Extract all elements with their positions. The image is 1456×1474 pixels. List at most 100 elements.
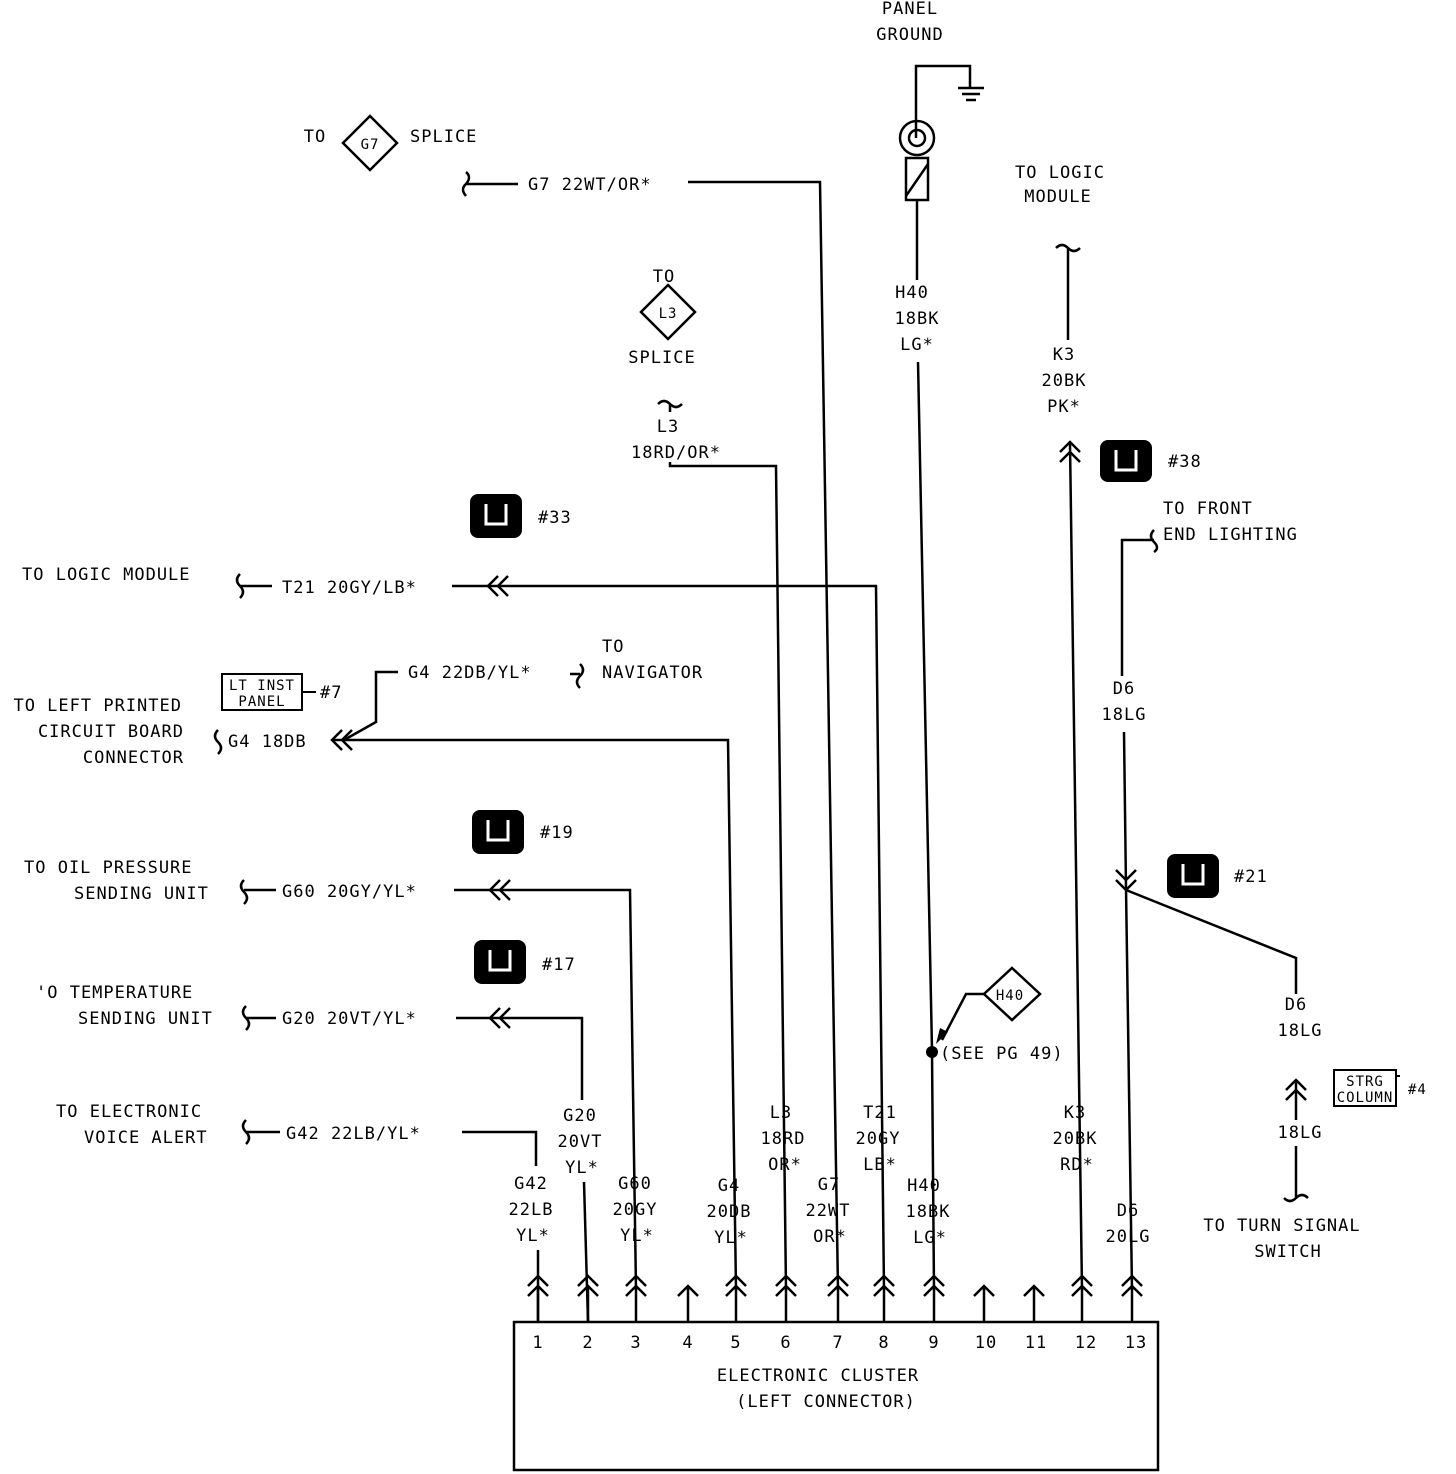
p9-gauge: 18BK — [906, 1202, 951, 1222]
connector-33-label: #33 — [538, 508, 572, 528]
t21-wire — [452, 584, 886, 1291]
p12-color: RD* — [1060, 1155, 1094, 1175]
p7-gauge: 22WT — [806, 1201, 851, 1221]
h40-top-gauge: 18BK — [895, 309, 940, 329]
g60-wire-label: G60 20GY/YL* — [282, 882, 417, 902]
connector-19-label: #19 — [540, 823, 574, 843]
d6-break-icon — [1149, 529, 1159, 554]
g4-navigator-line — [343, 670, 398, 742]
ground-symbol-icon — [914, 64, 984, 138]
pin-connector-icons — [527, 1274, 1143, 1322]
splice-h40-diamond-icon — [982, 966, 1042, 1022]
p7-code: G7 — [818, 1175, 840, 1195]
splice-g7-code: G7 — [361, 137, 380, 153]
p1-code: G42 — [514, 1174, 548, 1194]
navigator-label: NAVIGATOR — [602, 663, 703, 683]
connector-33-icon — [470, 494, 522, 538]
p3-code: G60 — [618, 1174, 652, 1194]
voice-label-1: TO ELECTRONIC — [56, 1102, 202, 1122]
strg-column-1: STRG — [1346, 1074, 1384, 1090]
oil-label-1: TO OIL PRESSURE — [24, 858, 193, 878]
g4-pcb-wire-label: G4 18DB — [228, 732, 307, 752]
p12-gauge: 20BK — [1053, 1129, 1098, 1149]
panel-ground-label-2: GROUND — [876, 25, 943, 45]
pin-number: 9 — [928, 1333, 939, 1353]
left-pcb-3: CONNECTOR — [83, 748, 184, 768]
connector-21-icon — [1167, 854, 1219, 898]
p6-code: L3 — [770, 1103, 792, 1123]
p1-gauge: 22LB — [509, 1200, 554, 1220]
h40-splice-leader — [940, 992, 986, 1041]
pin-number: 2 — [582, 1333, 593, 1353]
g7-to-label: TO — [304, 127, 326, 147]
splice-l3-diamond-icon — [639, 283, 697, 341]
lt-inst-2: PANEL — [238, 694, 285, 710]
g7-wire-label: G7 22WT/OR* — [528, 175, 652, 195]
strg-column-2: COLUMN — [1337, 1090, 1394, 1106]
d6-top-gauge: 18LG — [1102, 705, 1147, 725]
cluster-pin-numbers: 1 2 3 4 5 6 7 8 9 10 11 12 13 — [532, 1333, 1147, 1353]
temp-label-2: SENDING UNIT — [78, 1009, 213, 1029]
g4-navigator-wire: G4 22DB/YL* — [408, 663, 532, 683]
turn-signal-1: TO TURN SIGNAL — [1203, 1216, 1360, 1236]
eyelet-terminal-icon — [898, 119, 936, 202]
d6-wire-mid — [1122, 731, 1128, 889]
temp-label-1: 'O TEMPERATURE — [36, 983, 193, 1003]
p7-color: OR* — [813, 1227, 847, 1247]
splice-l3-code: L3 — [659, 306, 678, 322]
strg-column-box — [1333, 1069, 1400, 1107]
g60-break-icon — [239, 879, 249, 905]
d6-wire-top — [1120, 538, 1154, 676]
p8-gauge: 20GY — [856, 1129, 901, 1149]
splice-g7-diamond-icon — [341, 114, 399, 172]
connector-21-label: #21 — [1234, 867, 1268, 887]
pin-number: 11 — [1025, 1333, 1047, 1353]
navigator-break-icon — [570, 663, 585, 689]
connector-38-icon — [1100, 440, 1152, 482]
h40-wire-low — [930, 1051, 936, 1291]
cluster-subtitle: (LEFT CONNECTOR) — [736, 1392, 916, 1412]
h40-top-code: H40 — [895, 283, 929, 303]
p3-color: YL* — [620, 1226, 654, 1246]
l3-wire-code: L3 — [657, 417, 679, 437]
lt-inst-1: LT INST — [229, 678, 295, 694]
logic-module-right-1: TO LOGIC — [1015, 163, 1105, 183]
g42-wire-top — [462, 1130, 538, 1166]
k3-wire — [1068, 443, 1084, 1291]
p12-code: K3 — [1064, 1103, 1086, 1123]
p13-code: D6 — [1117, 1201, 1139, 1221]
p5-gauge: 20DB — [707, 1202, 752, 1222]
h40-arrow-icon — [936, 1028, 948, 1044]
p2-color: YL* — [565, 1158, 599, 1178]
pin-number: 10 — [975, 1333, 997, 1353]
g7-splice-word: SPLICE — [410, 127, 477, 147]
left-pcb-2: CIRCUIT BOARD — [38, 722, 184, 742]
connector-17-label: #17 — [542, 955, 576, 975]
pin-number: 8 — [878, 1333, 889, 1353]
panel-ground-label-1: PANEL — [882, 0, 938, 19]
pin-number: 13 — [1125, 1333, 1147, 1353]
g20-wire-top — [456, 1016, 584, 1100]
g20-wire-label: G20 20VT/YL* — [282, 1009, 417, 1029]
left-pcb-1: TO LEFT PRINTED — [13, 696, 182, 716]
connector-38-label: #38 — [1168, 452, 1202, 472]
k3-top-gauge: 20BK — [1042, 371, 1087, 391]
d6-top-code: D6 — [1113, 679, 1135, 699]
p8-color: LB* — [863, 1155, 897, 1175]
h40-top-color: LG* — [900, 335, 934, 355]
front-lighting-1: TO FRONT — [1163, 499, 1253, 519]
oil-label-2: SENDING UNIT — [74, 884, 209, 904]
p2-gauge: 20VT — [558, 1132, 603, 1152]
h40-see-pg: (SEE PG 49) — [940, 1044, 1064, 1064]
p9-code: H40 — [907, 1176, 941, 1196]
front-lighting-2: END LIGHTING — [1163, 525, 1298, 545]
pin-number: 1 — [532, 1333, 543, 1353]
g42-wire-label: G42 22LB/YL* — [286, 1124, 421, 1144]
connector-19-icon — [472, 810, 524, 854]
g7-wire — [688, 180, 840, 1291]
lt-inst-num: #7 — [320, 683, 342, 703]
k3-top-color: PK* — [1047, 397, 1081, 417]
logic-module-right-2: MODULE — [1024, 187, 1091, 207]
navigator-to: TO — [602, 637, 624, 657]
pin-number: 3 — [630, 1333, 641, 1353]
